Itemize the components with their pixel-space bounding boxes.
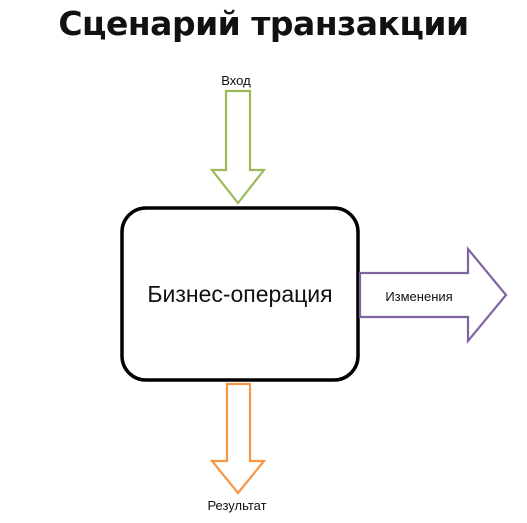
input-arrow	[209, 89, 267, 205]
business-operation-box	[120, 206, 360, 382]
business-operation-label: Бизнес-операция	[147, 281, 333, 307]
input-label: Вход	[221, 73, 251, 88]
result-arrow	[209, 382, 267, 495]
changes-label: Изменения	[385, 289, 453, 304]
result-label: Результат	[207, 498, 267, 513]
changes-arrow	[358, 245, 508, 345]
diagram-title: Сценарий транзакции	[58, 4, 469, 43]
